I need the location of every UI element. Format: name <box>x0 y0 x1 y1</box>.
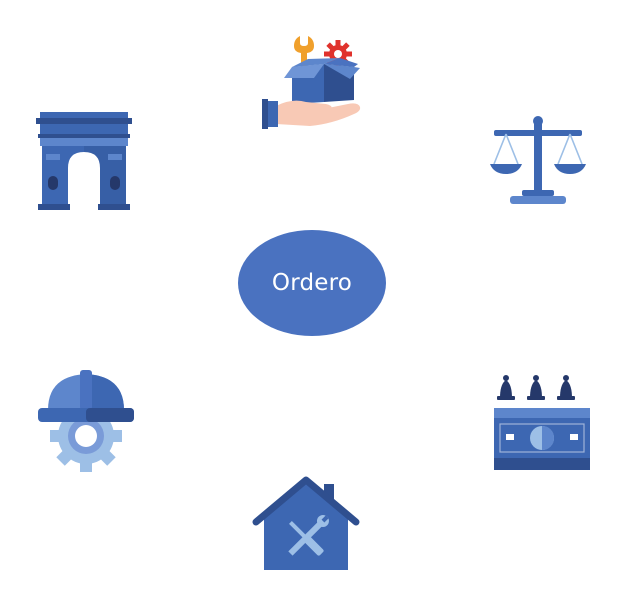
house-tools-icon <box>252 476 360 570</box>
banknote-bells-icon <box>494 375 590 470</box>
node-top-right[interactable] <box>488 112 588 207</box>
balance-scale-icon <box>490 116 586 204</box>
node-left[interactable] <box>36 368 136 474</box>
triumphal-arch-icon <box>36 112 132 210</box>
node-bottom[interactable] <box>252 476 360 573</box>
node-right[interactable] <box>492 372 592 472</box>
node-top[interactable] <box>262 34 362 129</box>
center-label: Ordero <box>271 270 353 296</box>
node-top-left[interactable] <box>36 110 132 210</box>
hand-box-tools-icon <box>262 36 361 129</box>
center-node[interactable]: Ordero <box>238 230 386 336</box>
hardhat-gear-icon <box>38 370 134 472</box>
